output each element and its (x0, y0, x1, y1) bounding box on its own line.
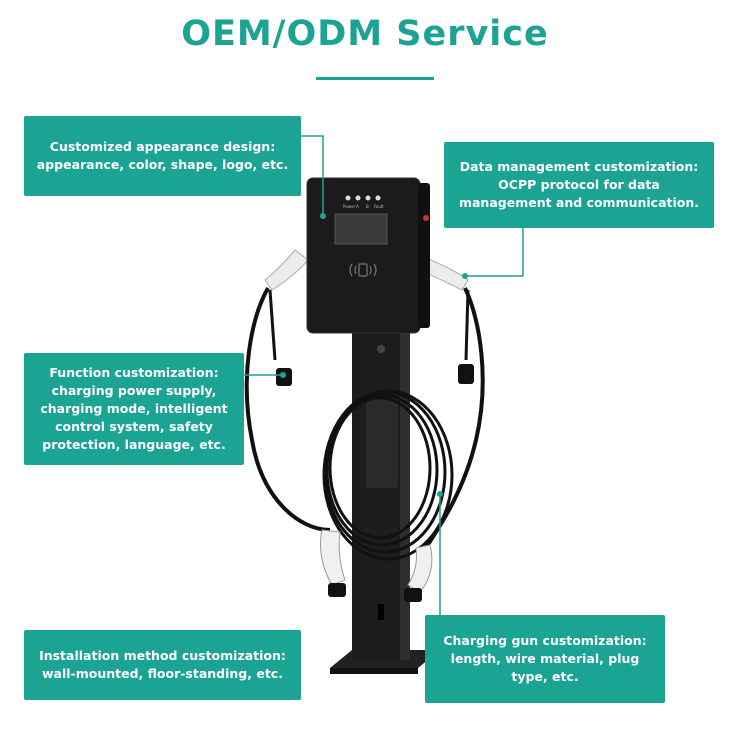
left-gun-holder (264, 249, 309, 291)
callout-text: charging mode, intelligent (40, 401, 228, 416)
indicator-label: Power (343, 204, 355, 209)
indicator-light (345, 195, 351, 201)
callout-text: OCPP protocol for data (498, 177, 660, 192)
pedestal-base-front (330, 668, 418, 674)
callout-heading: Function customization: (49, 365, 219, 380)
cable-hook (366, 398, 398, 488)
callout-function: Function customization: charging power s… (24, 353, 244, 465)
page-title: OEM/ODM Service (181, 14, 549, 54)
callout-text: charging power supply, (51, 383, 217, 398)
callout-text: management and communication. (458, 195, 700, 210)
callout-text: wall-mounted, floor-standing, etc. (41, 666, 283, 681)
callout-heading: Installation method customization: (39, 648, 286, 663)
callout-charging-gun: Charging gun customization: length, wire… (425, 615, 665, 703)
coiled-cable (322, 389, 454, 561)
callout-heading: Data management customization: (459, 159, 699, 174)
callout-heading: Charging gun customization: (443, 633, 647, 648)
indicator-label: B (366, 204, 369, 209)
title-underline (316, 77, 434, 80)
callout-text: appearance, color, shape, logo, etc. (36, 157, 289, 172)
callout-text: type, etc. (511, 669, 579, 684)
callout-heading: Customized appearance design: (49, 139, 276, 154)
right-charging-gun (407, 544, 433, 593)
indicator-light (375, 195, 381, 201)
callout-connectors (244, 135, 524, 615)
indicator-light (355, 195, 361, 201)
left-cable (244, 287, 331, 532)
pole-bolt (377, 345, 385, 353)
charger-body (307, 178, 420, 333)
callout-connector-dots (280, 213, 468, 497)
indicator-label: A (356, 204, 359, 209)
charger-side-panel (418, 183, 430, 328)
callout-text: protection, language, etc. (42, 437, 226, 452)
right-plug-cap (458, 364, 474, 384)
callout-data-management: Data management customization: OCPP prot… (444, 142, 714, 228)
callout-text: control system, safety (55, 419, 213, 434)
callout-appearance: Customized appearance design: appearance… (24, 116, 301, 196)
indicator-label: Fault (374, 204, 384, 209)
callout-text: length, wire material, plug (450, 651, 640, 666)
rfid-icon (349, 263, 377, 277)
callout-installation: Installation method customization: wall-… (24, 630, 301, 700)
emergency-button (423, 215, 429, 221)
left-charging-gun (319, 529, 346, 586)
right-cable (416, 287, 485, 562)
charger-screen (334, 213, 388, 245)
pole-slot (378, 604, 384, 620)
indicator-light (365, 195, 371, 201)
